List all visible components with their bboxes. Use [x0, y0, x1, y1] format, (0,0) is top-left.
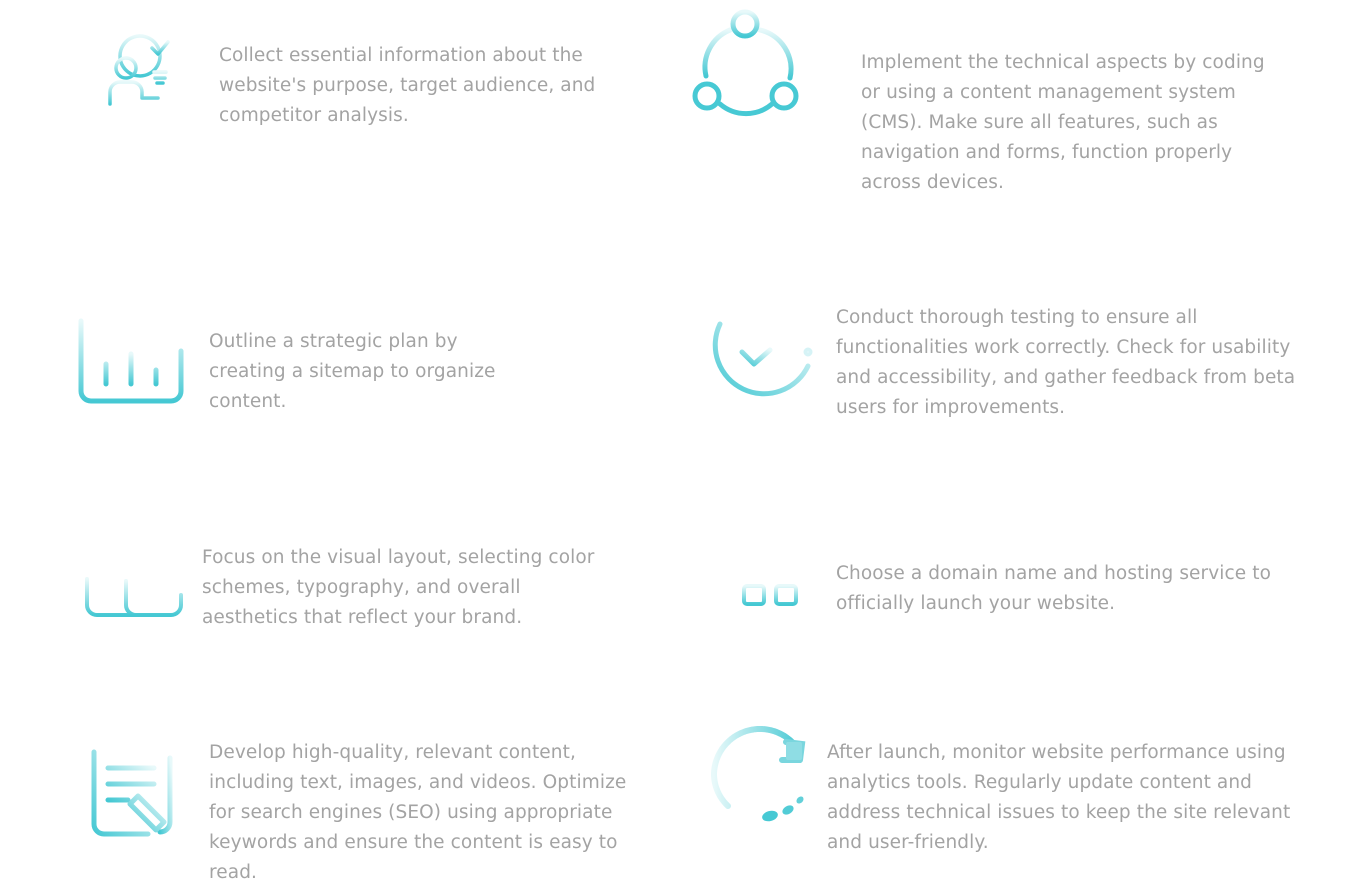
- step-description: Choose a domain name and hosting service…: [836, 563, 1272, 614]
- layout-panels-icon: [84, 565, 188, 621]
- bar-chart-icon: [78, 318, 186, 408]
- person-lightbulb-icon: [88, 20, 188, 116]
- step-description: Implement the technical aspects by codin…: [861, 52, 1265, 193]
- step-description: Conduct thorough testing to ensure all f…: [836, 307, 1296, 418]
- refresh-arrow-icon: [708, 725, 812, 830]
- step-description: Develop high-quality, relevant content, …: [209, 742, 627, 883]
- step-description: Outline a strategic plan by creating a s…: [209, 331, 496, 412]
- document-edit-icon: [90, 748, 180, 840]
- circle-nodes-icon: [690, 9, 802, 122]
- domain-hosting-icon: [740, 580, 804, 610]
- step-description: After launch, monitor website performanc…: [827, 742, 1291, 853]
- check-circle-icon: [710, 300, 814, 404]
- step-description: Collect essential information about the …: [219, 45, 596, 126]
- step-description: Focus on the visual layout, selecting co…: [202, 547, 595, 628]
